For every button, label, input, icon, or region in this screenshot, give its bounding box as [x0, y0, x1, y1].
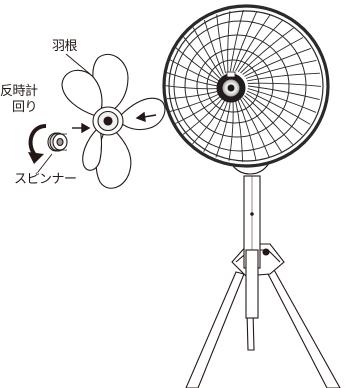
guard-spoke	[227, 11, 231, 72]
guard-spoke	[215, 100, 231, 158]
guard-spoke	[216, 14, 226, 74]
fan-pole	[243, 175, 261, 319]
blade-left	[61, 69, 103, 117]
fan-guard	[162, 4, 330, 175]
guard-spoke	[229, 9, 244, 72]
guard-spoke	[247, 82, 322, 87]
guard-spoke	[175, 95, 222, 125]
guard-spoke	[228, 100, 234, 161]
guard-spoke	[242, 97, 282, 153]
assembly-arrow-icons	[72, 111, 157, 134]
guard-spoke	[244, 47, 311, 77]
guard-spoke	[247, 85, 320, 101]
guard-spoke	[235, 100, 244, 163]
counterclockwise-arrow-icon	[28, 124, 47, 164]
guard-spoke	[244, 95, 294, 145]
guard-spoke	[246, 90, 311, 125]
guard-spoke	[240, 27, 294, 74]
guard-spoke	[166, 71, 219, 87]
guard-spoke	[169, 59, 219, 84]
guard-spoke	[183, 36, 221, 79]
guard-spoke	[203, 19, 224, 75]
blade-bottom-left	[82, 127, 103, 171]
guard-spoke	[166, 90, 220, 100]
guard-spoke	[192, 98, 226, 145]
guard-spoke	[175, 47, 220, 82]
counterclockwise-label-line2: 回り	[12, 100, 38, 115]
counterclockwise-label-line1: 反時計	[0, 84, 38, 99]
tripod-stand	[185, 243, 341, 388]
guard-spoke	[242, 37, 304, 75]
guard-spoke	[245, 59, 317, 79]
guard-spoke	[169, 93, 221, 113]
guard-spoke	[182, 97, 224, 135]
guard-spoke	[232, 11, 258, 72]
guard-spoke	[203, 99, 229, 152]
guard-spoke	[247, 88, 317, 113]
blade-label: 羽根	[52, 39, 78, 54]
guard-center-badge	[216, 71, 246, 103]
guard-spoke	[192, 27, 222, 77]
guard-spoke	[237, 99, 257, 161]
spinner	[47, 132, 68, 152]
guard-spoke	[240, 98, 270, 158]
fan-blade	[61, 53, 166, 189]
spinner-label: スピンナー	[14, 172, 77, 187]
leader-lines	[37, 53, 91, 173]
guard-spoke	[237, 20, 283, 73]
guard-spoke	[247, 72, 320, 82]
tripod-leg-left	[185, 271, 245, 388]
fan-guard-spokes	[164, 9, 322, 163]
guard-spoke	[164, 85, 219, 90]
tripod-leg-right	[265, 267, 341, 388]
guard-spoke	[235, 14, 271, 72]
guard-spoke	[245, 93, 303, 136]
